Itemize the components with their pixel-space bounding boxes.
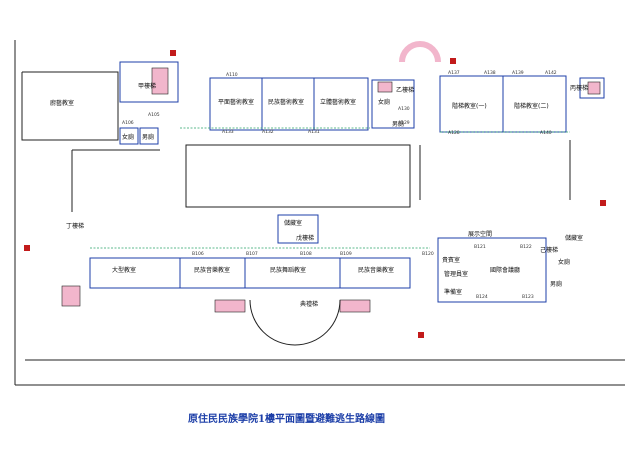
room-rest: 貴賓室 xyxy=(442,256,460,264)
code-b121: B121 xyxy=(474,244,486,250)
code-a130: A130 xyxy=(398,106,410,112)
room-storage: 儲藏室 xyxy=(284,219,302,227)
code-b106: B106 xyxy=(192,251,204,257)
stair-d-steps xyxy=(61,285,81,307)
plan-title: 原住民民族學院1樓平面圖暨避難逃生路線圖 xyxy=(188,412,385,425)
exit-markers xyxy=(24,50,606,338)
room-mgmt: 管理員室 xyxy=(444,270,468,278)
bottom-block: 大型教室 民族音樂教室 民族舞蹈教室 民族音樂教室 B106 B107 B108… xyxy=(61,222,411,313)
conference-block: 貴賓室 管理員室 準備室 國際會議廳 展示空間 儲藏室 己樓梯 女廁 男廁 B1… xyxy=(422,230,583,303)
evacuation-routes xyxy=(90,127,570,249)
room-prep: 準備室 xyxy=(444,288,462,296)
code-a142: A142 xyxy=(545,70,557,76)
room-solid-art: 立體藝術教室 xyxy=(320,98,356,106)
code-a129: A129 xyxy=(398,120,410,126)
code-a106: A106 xyxy=(122,120,134,126)
room-toilet-w-a xyxy=(119,127,139,145)
room-stair-a-label: 甲樓梯 xyxy=(138,82,156,90)
room-stair-class1: 階梯教室(一) xyxy=(452,102,487,110)
room-stair-d: 丁樓梯 xyxy=(66,222,84,230)
code-a133: A133 xyxy=(222,129,234,135)
room-ethnic-art: 民族藝術教室 xyxy=(268,98,304,106)
room-stair-a xyxy=(119,61,179,103)
code-a132: A132 xyxy=(262,129,274,135)
room-large-class: 大型教室 xyxy=(112,266,136,274)
code-a140: A140 xyxy=(540,130,552,136)
kitchen-block: 廚藝教室 甲樓梯 女廁 男廁 A106 A105 xyxy=(21,61,179,145)
code-a137: A137 xyxy=(448,70,460,76)
room-toilet-m-b: 男廁 xyxy=(392,120,404,128)
code-a138: A138 xyxy=(484,70,496,76)
room-music-2: 民族音樂教室 xyxy=(358,266,394,274)
code-b122: B122 xyxy=(520,244,532,250)
room-kitchen-art: 廚藝教室 xyxy=(50,99,74,107)
storage-block: 儲藏室 戊樓梯 xyxy=(277,214,319,244)
middle-corridor xyxy=(71,140,571,212)
code-b120: B120 xyxy=(422,251,434,257)
room-stair-class2: 階梯教室(二) xyxy=(514,102,549,110)
room-stair-c: 丙樓梯 xyxy=(570,84,588,92)
code-b107: B107 xyxy=(246,251,258,257)
room-display: 展示空間 xyxy=(468,230,492,238)
room-grand-stair: 典禮梯 xyxy=(300,300,318,308)
code-a131: A131 xyxy=(308,129,320,135)
code-a110: A110 xyxy=(226,72,238,78)
room-conference: 國際會議廳 xyxy=(490,266,520,274)
lecture-block: 階梯教室(一) 階梯教室(二) A137 A138 A139 A142 A128… xyxy=(439,70,605,136)
room-toilet-w-a-label: 女廁 xyxy=(122,133,134,141)
code-a139: A139 xyxy=(512,70,524,76)
site-boundary xyxy=(14,40,625,386)
code-b109: B109 xyxy=(340,251,352,257)
stair-b-block: 乙樓梯 女廁 男廁 A130 A129 xyxy=(371,41,441,129)
room-toilet-w-b: 女廁 xyxy=(378,98,390,106)
art-block: 平面藝術教室 民族藝術教室 立體藝術教室 A110 A133 A132 A131 xyxy=(209,72,369,135)
room-toilet-m-a-label: 男廁 xyxy=(142,133,154,141)
room-toilet-m-a xyxy=(139,127,159,145)
code-b123: B123 xyxy=(522,294,534,300)
arch-decoration xyxy=(399,41,441,63)
room-music-1: 民族音樂教室 xyxy=(194,266,230,274)
code-b124: B124 xyxy=(476,294,488,300)
room-stair-g: 己樓梯 xyxy=(540,246,558,254)
grand-stair: 典禮梯 xyxy=(249,299,341,346)
room-toilet-m-g: 男廁 xyxy=(550,280,562,288)
code-a105: A105 xyxy=(148,112,160,118)
stair-a-steps xyxy=(151,67,169,95)
room-storage-2: 儲藏室 xyxy=(565,234,583,242)
room-stair-e: 戊樓梯 xyxy=(296,234,314,242)
room-dance: 民族舞蹈教室 xyxy=(270,266,306,274)
room-toilet-w-g: 女廁 xyxy=(558,258,570,266)
code-b108: B108 xyxy=(300,251,312,257)
code-a128: A128 xyxy=(448,130,460,136)
room-stair-b: 乙樓梯 xyxy=(396,86,414,94)
room-plane-art: 平面藝術教室 xyxy=(218,98,254,106)
